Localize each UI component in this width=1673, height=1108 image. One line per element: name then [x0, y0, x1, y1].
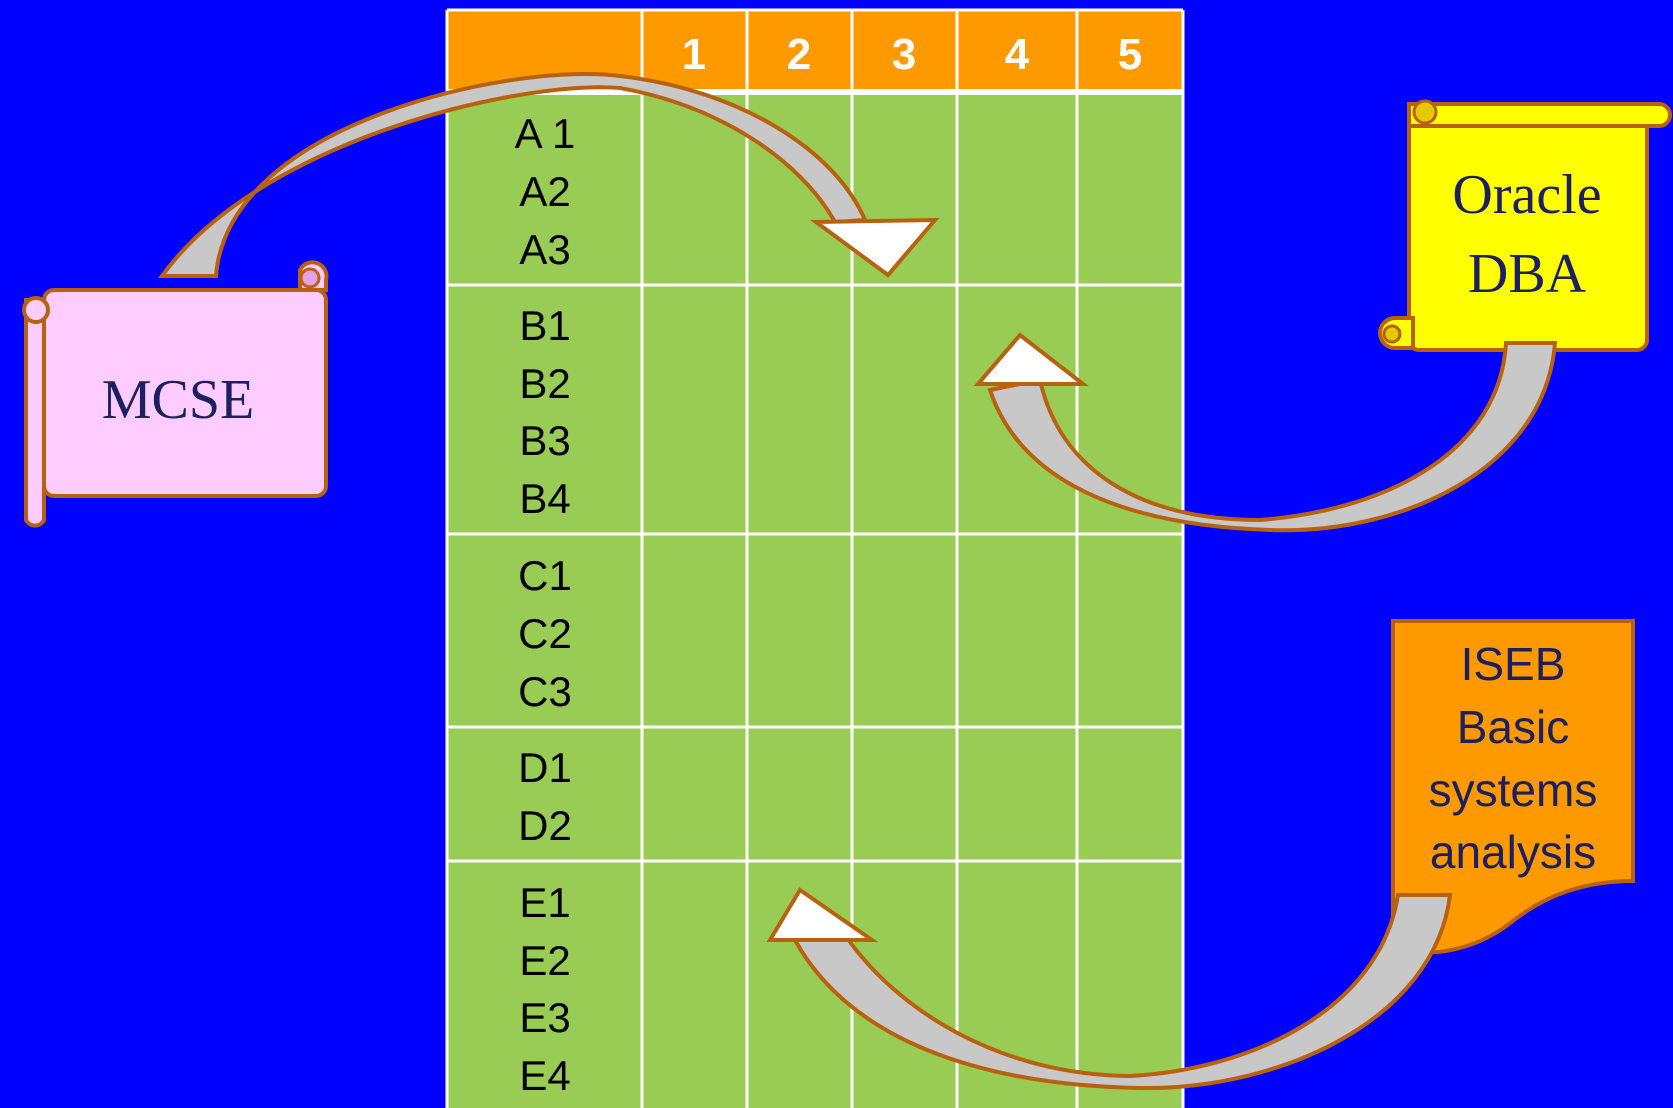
row-label-e1: E1 — [519, 879, 570, 926]
row-label-b1: B1 — [519, 302, 570, 349]
mcse-scroll: MCSE — [24, 262, 326, 525]
column-header-4: 4 — [1005, 30, 1030, 79]
mcse-label: MCSE — [102, 369, 255, 431]
row-label-b2: B2 — [519, 360, 570, 407]
column-header-1: 1 — [682, 30, 706, 79]
column-header-5: 5 — [1118, 30, 1142, 79]
oracle-dba-scroll: Oracle DBA — [1380, 101, 1670, 350]
analysis-label: analysis — [1430, 826, 1596, 878]
iseb-label: ISEB — [1461, 638, 1566, 690]
dba-label: DBA — [1468, 243, 1587, 305]
row-label-c2: C2 — [518, 610, 572, 657]
column-header-3: 3 — [892, 30, 916, 79]
row-label-c1: C1 — [518, 552, 572, 599]
basic-label: Basic — [1457, 701, 1569, 753]
row-label-d1: D1 — [518, 744, 572, 791]
row-label-b4: B4 — [519, 475, 570, 522]
row-label-e4: E4 — [519, 1052, 570, 1099]
row-label-a3: A3 — [519, 226, 570, 273]
systems-label: systems — [1429, 764, 1598, 816]
row-label-a2: A2 — [519, 168, 570, 215]
column-header-2: 2 — [787, 30, 811, 79]
row-label-c3: C3 — [518, 668, 572, 715]
row-label-d2: D2 — [518, 802, 572, 849]
row-label-e3: E3 — [519, 994, 570, 1041]
row-label-e2: E2 — [519, 937, 570, 984]
row-label-a1: A 1 — [515, 110, 576, 157]
row-label-b3: B3 — [519, 417, 570, 464]
oracle-label: Oracle — [1452, 164, 1601, 226]
